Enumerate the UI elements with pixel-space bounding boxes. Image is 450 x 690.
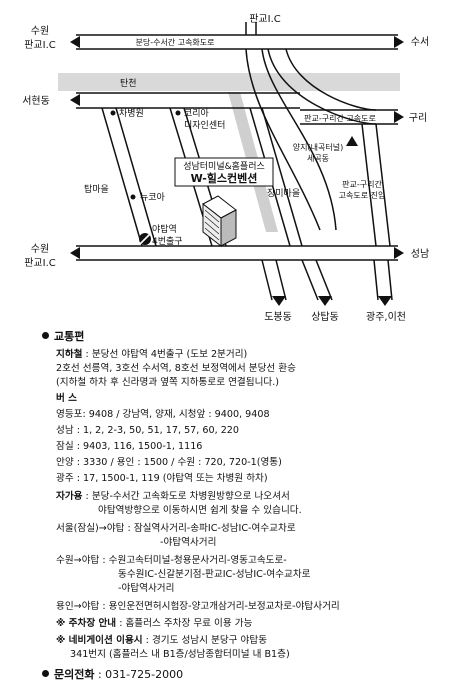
- bus-label: 버 스: [56, 393, 77, 404]
- label-newcore: 뉴코아: [140, 192, 166, 203]
- route-suwon-cont2: -야탑역사거리: [118, 583, 175, 594]
- label-dobong: 도봉동: [264, 311, 292, 323]
- bottom-road: [76, 245, 398, 261]
- label-chabyeongwon: 차병원: [119, 107, 144, 119]
- car-line: 자가용 : 분당-수서간 고속화도로 차병원방향으로 나오셔서: [56, 491, 290, 502]
- transport-section-title: 교통편: [42, 330, 84, 344]
- label-exit4: 4번출구: [152, 236, 183, 247]
- landmark-dot: [175, 110, 181, 116]
- subway-line: 지하철 : 분당선 야탑역 4번출구 (도보 2분거리): [56, 349, 248, 360]
- bus-line: 안양 : 3330 / 용인 : 1500 / 수원 : 720, 720-1(…: [56, 457, 282, 468]
- label-tapmaeul: 탑마을: [84, 183, 109, 195]
- subway-exit-icon: [139, 233, 151, 245]
- label-gwangju-icheon: 광주,이천: [366, 311, 406, 323]
- landmark-dot: [110, 110, 116, 116]
- location-map: 성남터미널&홈플러스 W-힐스컨벤션 수원 판교I.C 판교I.C 수서 분당-…: [22, 13, 429, 323]
- contact-line: 문의전화 : 031-725-2000: [42, 668, 183, 682]
- venue-name-line2: W-힐스컨벤션: [191, 171, 258, 185]
- landmark-dot: [130, 194, 136, 200]
- car-line2: 야탑역방향으로 이동하시면 쉽게 찾을 수 있습니다.: [98, 505, 302, 516]
- navigation-address: 341번지 (홈플러스 내 B1층/성남종합터미널 내 B1층): [70, 649, 290, 660]
- bus-line: 광주 : 17, 1500-1, 119 (야탑역 또는 차병원 하차): [56, 473, 268, 484]
- label-sangtap: 상탑동: [311, 311, 339, 323]
- arrow-left-icon: [70, 94, 80, 106]
- building-icon: [202, 195, 237, 248]
- label-pangyo-guri-road: 판교-구리간 고속도로: [304, 113, 376, 123]
- subway-transfer: 2호선 선릉역, 3호선 수서역, 8호선 보정역에서 분당선 환승: [56, 363, 296, 374]
- route-suwon: 수원→야탑 : 수원고속터미널-청용문사거리-영동고속도로-: [56, 555, 287, 566]
- arrow-left-icon: [70, 247, 80, 259]
- label-pangyo-guri-entry1: 판교-구리간: [342, 179, 382, 189]
- venue-box: [174, 157, 274, 187]
- label-yangji: 양지(내곡터널): [293, 143, 343, 152]
- label-pangyo-top-left: 판교I.C: [24, 39, 56, 51]
- label-tancheon: 탄천: [120, 78, 137, 89]
- label-seohyeondong: 서현동: [22, 95, 50, 107]
- route-seoul: 서울(잠실)→야탑 : 잠실역사거리-송파IC-성남IC-여수교차로: [56, 523, 296, 534]
- label-pangyo-ic: 판교I.C: [249, 13, 281, 25]
- arrow-down-icon: [318, 296, 332, 306]
- directions-info: 교통편 지하철 : 분당선 야탑역 4번출구 (도보 2분거리) 2호선 선릉역…: [0, 330, 450, 690]
- navigation-info: ※ 네비게이션 이용시 : 경기도 성남시 분당구 야탑동: [56, 635, 268, 646]
- arrow-down-icon: [378, 296, 392, 306]
- route-yongin: 용인→야탑 : 용인운전면허시험장-양고개삼거리-보정교차로-야탑사거리: [56, 601, 340, 612]
- arrow-right-icon: [394, 36, 404, 48]
- arrow-right-icon: [394, 247, 404, 259]
- arrow-down-icon: [272, 296, 286, 306]
- label-guri: 구리: [409, 112, 427, 124]
- arrow-left-icon: [70, 36, 80, 48]
- label-pangyo-bottom: 판교I.C: [24, 257, 56, 269]
- label-design-center: 디자인센터: [184, 120, 225, 131]
- subway-note: (지하철 하차 후 신라명과 옆쪽 지하통로로 연결됩니다.): [56, 377, 280, 388]
- arrow-right-icon: [394, 111, 404, 123]
- label-korea: 코리아: [184, 108, 210, 119]
- label-yatap-station: 야탑역: [152, 223, 177, 235]
- label-segokdong: 세곡동: [307, 154, 329, 163]
- route-seoul-cont: -야탑역사거리: [160, 537, 217, 548]
- parking-info: ※ 주차장 안내 : 홈플러스 주차장 무료 이용 가능: [56, 618, 253, 629]
- label-suwon-top: 수원: [31, 25, 49, 37]
- bullet-icon: [42, 670, 49, 677]
- label-janggmi: 장미마을: [267, 188, 300, 199]
- top-expressway: [76, 34, 398, 50]
- label-seongnam: 성남: [411, 248, 429, 260]
- route-suwon-cont: 동수원IC-신갈분기점-판교IC-성남IC-여수교차로: [118, 569, 311, 580]
- bus-line: 잠실 : 9403, 116, 1500-1, 1116: [56, 441, 203, 452]
- bus-line: 성남 : 1, 2, 2-3, 50, 51, 17, 57, 60, 220: [56, 425, 240, 436]
- arrow-up-icon: [346, 136, 358, 146]
- venue-name-line1: 성남터미널&홈플러스: [183, 160, 265, 172]
- label-suseo: 수서: [411, 36, 429, 48]
- bus-line: 영등포: 9408 / 강남역, 양재, 시청앞 : 9400, 9408: [56, 409, 270, 420]
- label-suwon-bottom: 수원: [31, 243, 49, 255]
- label-bundang-suseo-road: 분당-수서간 고속화도로: [135, 37, 214, 47]
- tancheon-stream: [58, 73, 400, 91]
- label-pangyo-guri-entry2: 고속도로 진입: [339, 190, 386, 200]
- bullet-icon: [42, 332, 49, 339]
- pangyo-ic-road: [245, 22, 377, 231]
